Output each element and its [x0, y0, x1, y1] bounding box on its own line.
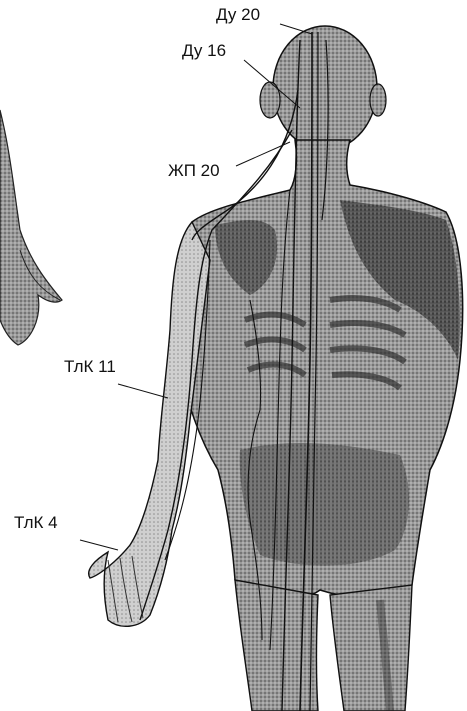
legs	[235, 580, 412, 711]
torso	[178, 140, 462, 599]
arm	[89, 222, 210, 626]
label-du20: Ду 20	[216, 5, 260, 24]
left-edge-hand	[0, 110, 62, 345]
leader-zhp20	[236, 142, 290, 166]
head	[260, 26, 386, 150]
label-zhp20: ЖП 20	[168, 161, 220, 180]
leader-tlk11	[118, 384, 168, 398]
leader-tlk4	[80, 540, 118, 550]
label-tlk4: ТлК 4	[14, 513, 58, 532]
label-du16: Ду 16	[182, 41, 226, 60]
label-tlk11: ТлК 11	[64, 357, 116, 376]
